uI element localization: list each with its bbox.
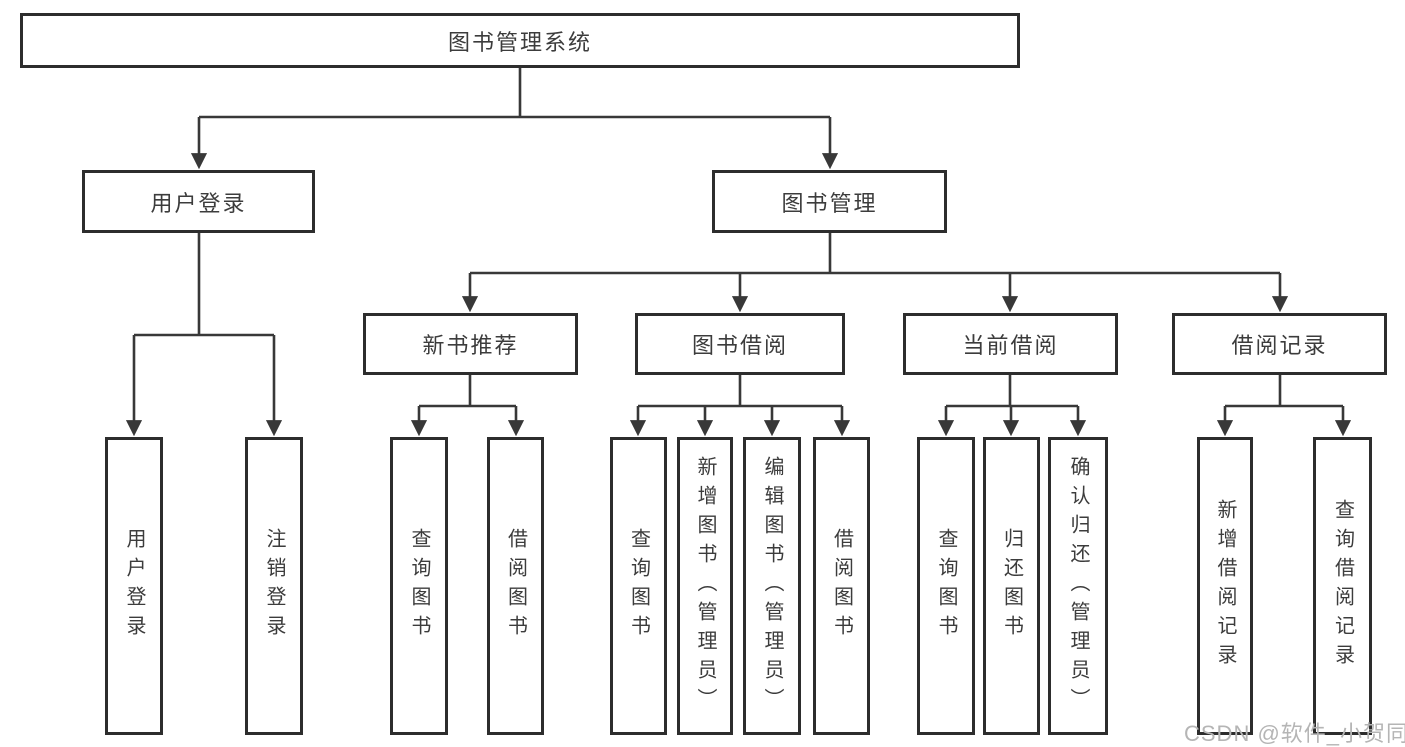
node-label: 图书管理 — [781, 190, 878, 216]
node-label: 借阅记录 — [1231, 333, 1328, 358]
node-current-borrow: 当前借阅 — [903, 313, 1118, 375]
leaf-label: 查询图书 — [935, 528, 957, 644]
leaf-label: 用户登录 — [123, 528, 145, 644]
leaf-label: 归还图书 — [1000, 528, 1023, 644]
csdn-watermark: CSDN @软件_小贺同学 — [1184, 721, 1405, 746]
node-user-login: 用户登录 — [82, 170, 315, 233]
node-borrow-records: 借阅记录 — [1172, 313, 1387, 375]
leaf-label: 编辑图书（管理员） — [761, 455, 783, 717]
leaf-label: 新增图书（管理员） — [694, 455, 716, 717]
leaf-logout: 注销登录 — [245, 437, 303, 735]
leaf-label: 注销登录 — [263, 528, 285, 644]
leaf-return-books: 归还图书 — [983, 437, 1040, 735]
node-label: 当前借阅 — [962, 333, 1059, 358]
leaf-borrow-books: 借阅图书 — [813, 437, 870, 735]
node-label: 用户登录 — [150, 190, 247, 216]
node-book-borrow: 图书借阅 — [635, 313, 845, 375]
node-label: 图书借阅 — [691, 333, 788, 358]
node-new-book-recommend: 新书推荐 — [363, 313, 578, 375]
node-label: 图书管理系统 — [447, 29, 592, 55]
node-library-management-system: 图书管理系统 — [20, 13, 1020, 68]
leaf-query-borrow-record: 查询借阅记录 — [1313, 437, 1372, 735]
leaf-add-borrow-record: 新增借阅记录 — [1197, 437, 1253, 735]
leaf-label: 查询图书 — [408, 528, 430, 644]
leaf-edit-books-admin: 编辑图书（管理员） — [743, 437, 801, 735]
leaf-label: 确认归还（管理员） — [1067, 455, 1089, 717]
leaf-query-books-borrow: 查询图书 — [610, 437, 667, 735]
leaf-label: 新增借阅记录 — [1214, 499, 1236, 673]
leaf-query-books-current: 查询图书 — [917, 437, 975, 735]
leaf-user-login: 用户登录 — [105, 437, 163, 735]
leaf-label: 借阅图书 — [504, 528, 527, 644]
leaf-label: 查询借阅记录 — [1331, 499, 1354, 673]
leaf-confirm-return-admin: 确认归还（管理员） — [1048, 437, 1108, 735]
leaf-borrow-books-recommend: 借阅图书 — [487, 437, 544, 735]
leaf-query-books-recommend: 查询图书 — [390, 437, 448, 735]
leaf-label: 借阅图书 — [830, 528, 853, 644]
leaf-label: 查询图书 — [627, 528, 650, 644]
leaf-add-books-admin: 新增图书（管理员） — [677, 437, 733, 735]
node-book-management: 图书管理 — [712, 170, 947, 233]
node-label: 新书推荐 — [422, 333, 519, 358]
